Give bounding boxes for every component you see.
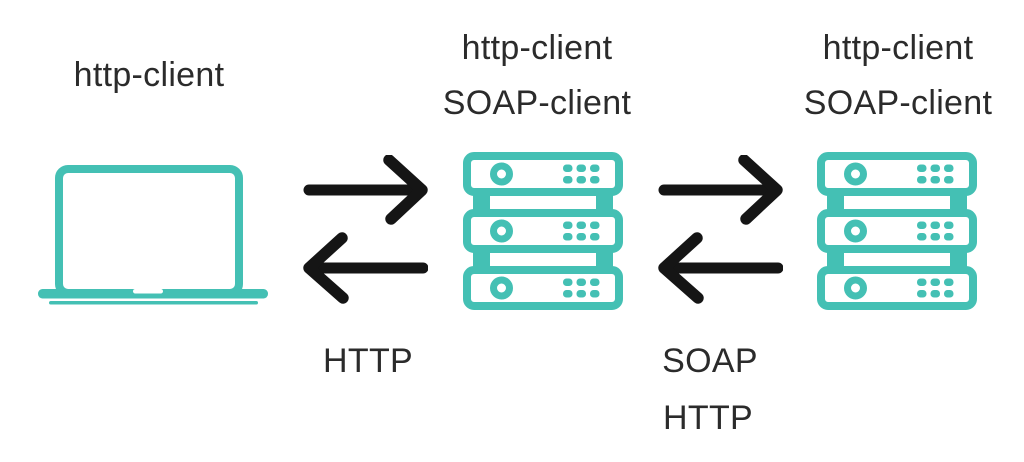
link2-arrows <box>658 155 783 305</box>
link1-protocol-label: HTTP <box>323 342 413 380</box>
arrow-left-icon <box>309 238 423 298</box>
laptop-icon <box>38 165 268 305</box>
arrow-right-icon <box>309 160 422 219</box>
right-server-label-soap: SOAP-client <box>803 84 993 122</box>
middle-server-label-http: http-client <box>461 29 613 67</box>
link2-protocol-label-soap: SOAP <box>662 342 758 380</box>
server-stack-icon <box>463 152 623 310</box>
right-server-label-http: http-client <box>822 29 974 67</box>
client-label: http-client <box>73 56 225 94</box>
right-server-labels: http-client SOAP-client <box>786 21 1010 131</box>
link2-protocol-label-http: HTTP <box>663 399 753 437</box>
arrow-right-icon <box>664 160 777 219</box>
arrow-left-icon <box>664 238 778 298</box>
link1-arrows <box>303 155 428 305</box>
server-stack-icon <box>817 152 977 310</box>
middle-server-labels: http-client SOAP-client <box>425 21 649 131</box>
middle-server-label-soap: SOAP-client <box>442 84 632 122</box>
